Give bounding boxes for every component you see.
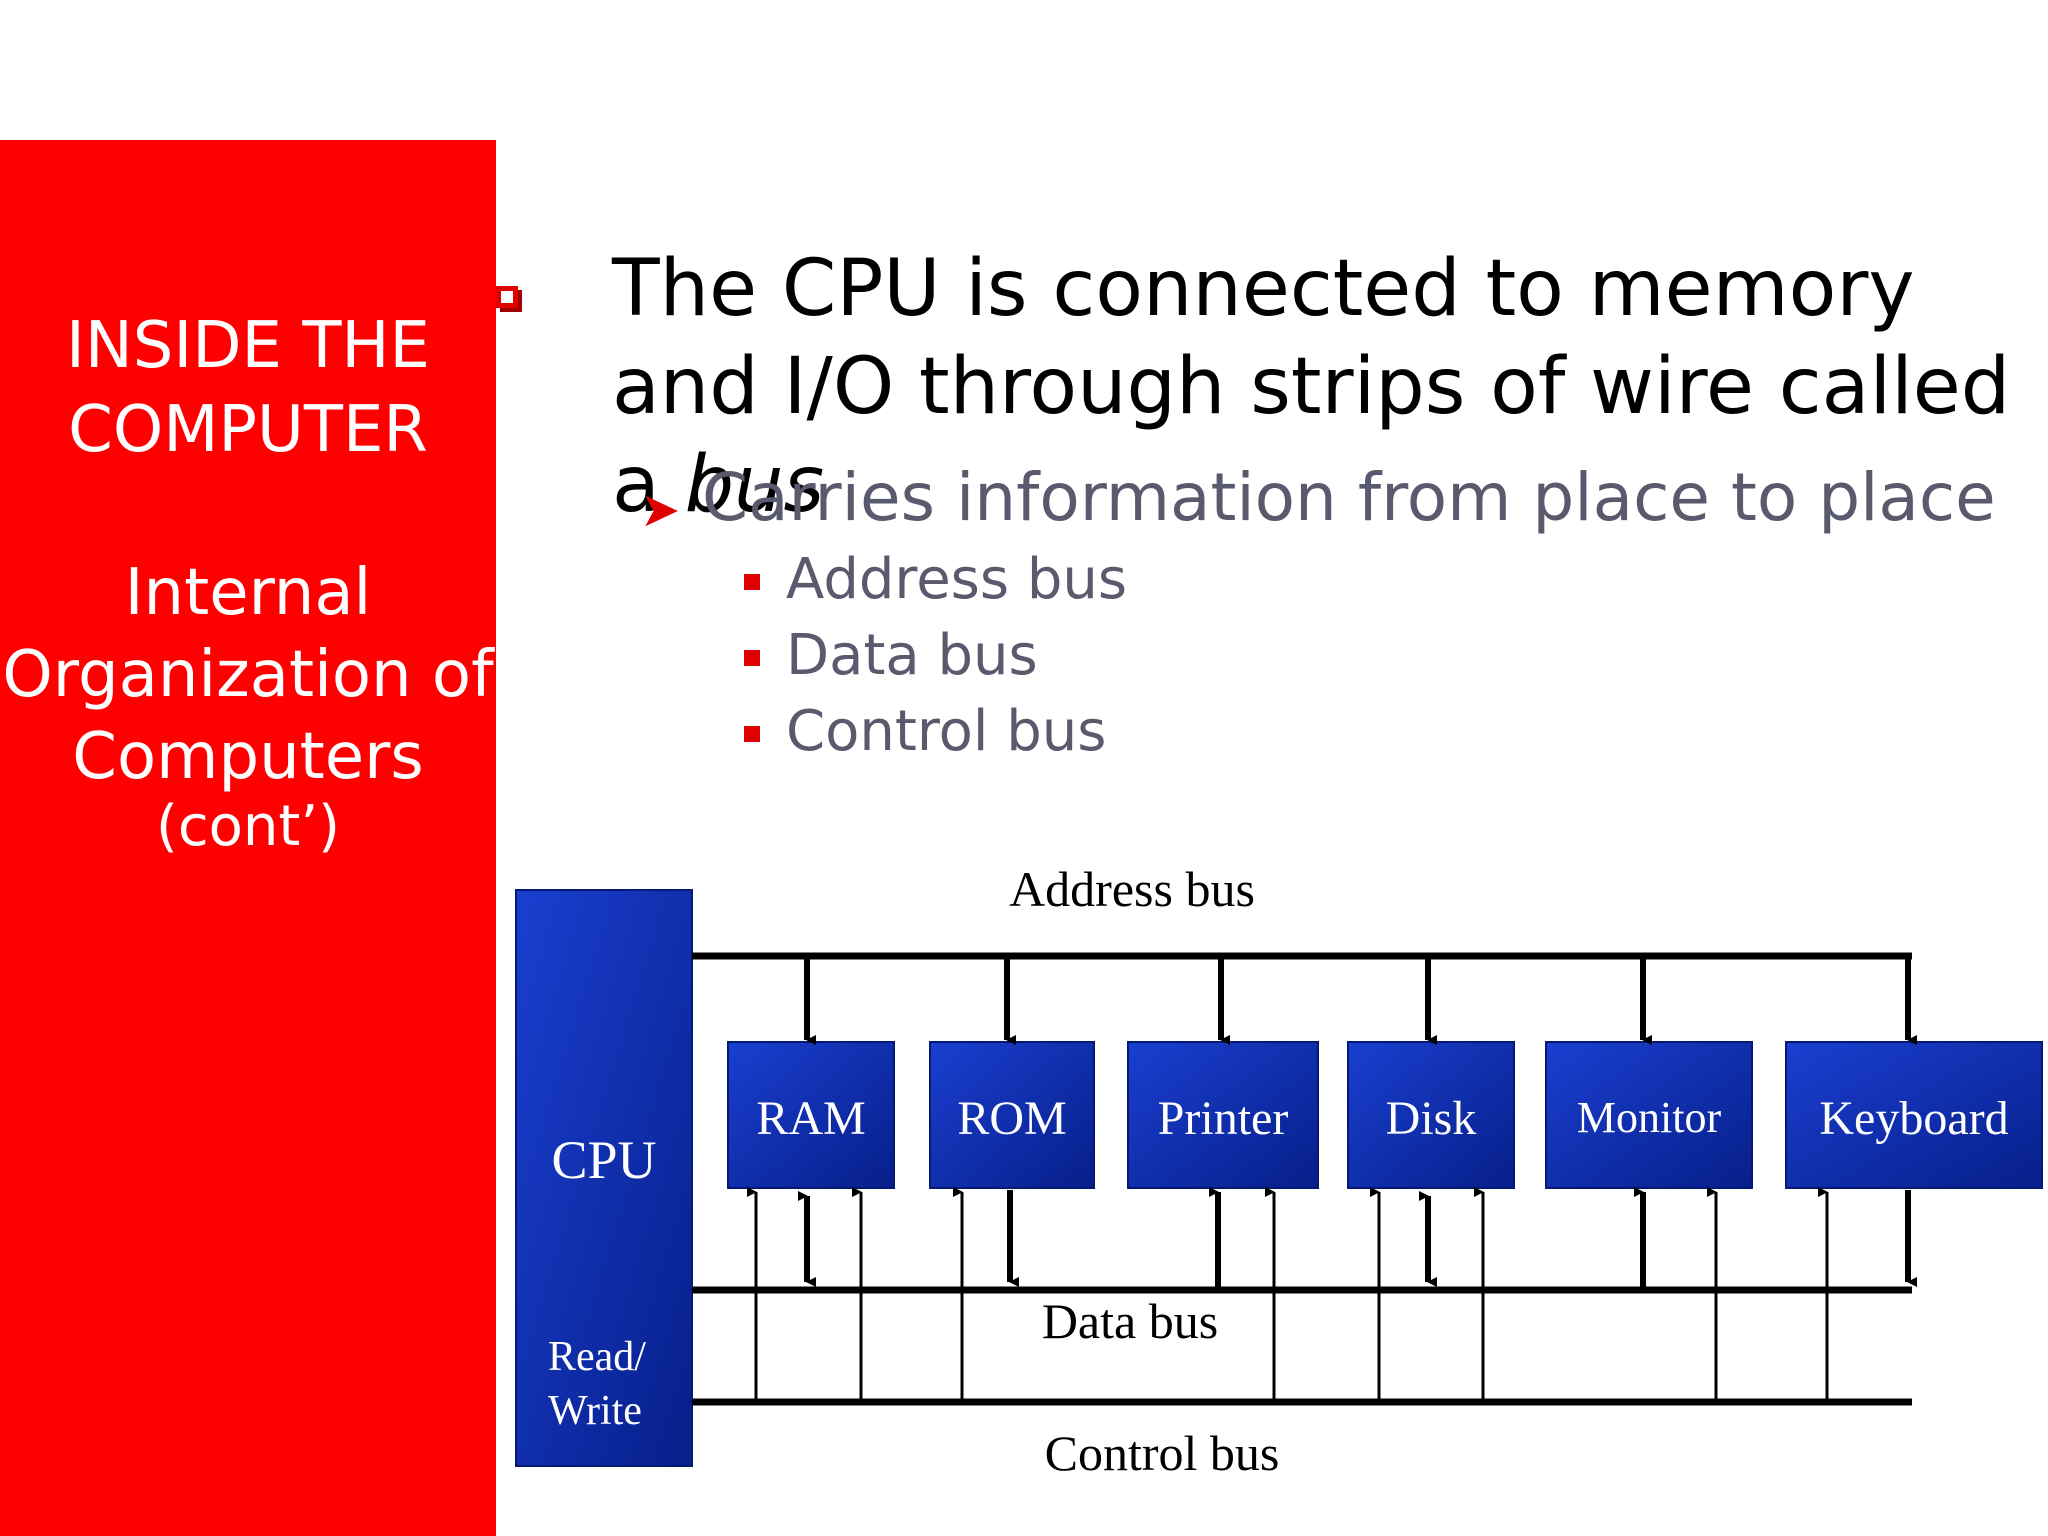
main-bullet: The CPU is connected to memory and I/O t… xyxy=(612,240,2032,534)
address-arrows xyxy=(804,956,1917,1045)
read-write-line1: Read/ xyxy=(548,1334,646,1380)
sidebar-title-line1: INSIDE THE xyxy=(66,309,430,383)
red-square-bullet-icon xyxy=(744,574,760,590)
device-label: RAM xyxy=(756,1092,865,1145)
sub-bullet: Carries information from place to place xyxy=(702,459,1996,536)
sidebar-cont: (cont’) xyxy=(156,794,340,859)
control-bus-label: Control bus xyxy=(1045,1425,1280,1481)
read-write-line2: Write xyxy=(548,1388,642,1434)
main-bullet-text: The CPU is connected to memory and I/O t… xyxy=(612,244,2011,530)
device-label: ROM xyxy=(957,1092,1066,1145)
sidebar-title-line2: COMPUTER xyxy=(68,393,428,467)
sidebar-subtitle-line2: Organization of xyxy=(2,638,494,712)
list-item-label: Control bus xyxy=(786,699,1107,764)
address-bus-label: Address bus xyxy=(1009,861,1255,917)
control-lines xyxy=(747,1187,1829,1402)
device-box-monitor: Monitor xyxy=(1545,1041,1753,1189)
list-item-label: Address bus xyxy=(786,547,1128,612)
device-box-keyboard: Keyboard xyxy=(1785,1041,2043,1189)
device-label: Printer xyxy=(1158,1092,1289,1145)
arrow-bullet-icon: ➤ xyxy=(640,482,681,538)
data-arrows xyxy=(798,1187,1917,1290)
red-square-bullet-icon xyxy=(744,650,760,666)
red-square-bullet-icon xyxy=(744,726,760,742)
cpu-box xyxy=(515,889,693,1467)
device-label: Disk xyxy=(1386,1092,1477,1145)
device-label: Monitor xyxy=(1577,1093,1722,1142)
list-item-label: Data bus xyxy=(786,623,1038,688)
sidebar-subtitle-line1: Internal xyxy=(124,556,372,630)
sidebar: INSIDE THE COMPUTER Internal Organizatio… xyxy=(0,140,496,1536)
data-bus-label: Data bus xyxy=(1042,1293,1218,1349)
sidebar-subtitle-line3: Computers xyxy=(72,720,424,794)
device-label: Keyboard xyxy=(1819,1092,2008,1145)
cpu-label: CPU xyxy=(551,1130,656,1190)
device-box-ram: RAM xyxy=(727,1041,895,1189)
device-box-printer: Printer xyxy=(1127,1041,1319,1189)
slide-content: The CPU is connected to memory and I/O t… xyxy=(496,140,2048,1536)
sidebar-subtitle: Internal Organization of Computers xyxy=(0,552,496,798)
sidebar-title: INSIDE THE COMPUTER xyxy=(0,304,496,472)
device-box-rom: ROM xyxy=(929,1041,1095,1189)
square-bullet-icon xyxy=(496,286,518,308)
main-bullet-emphasis: bus xyxy=(684,440,825,530)
device-box-disk: Disk xyxy=(1347,1041,1515,1189)
